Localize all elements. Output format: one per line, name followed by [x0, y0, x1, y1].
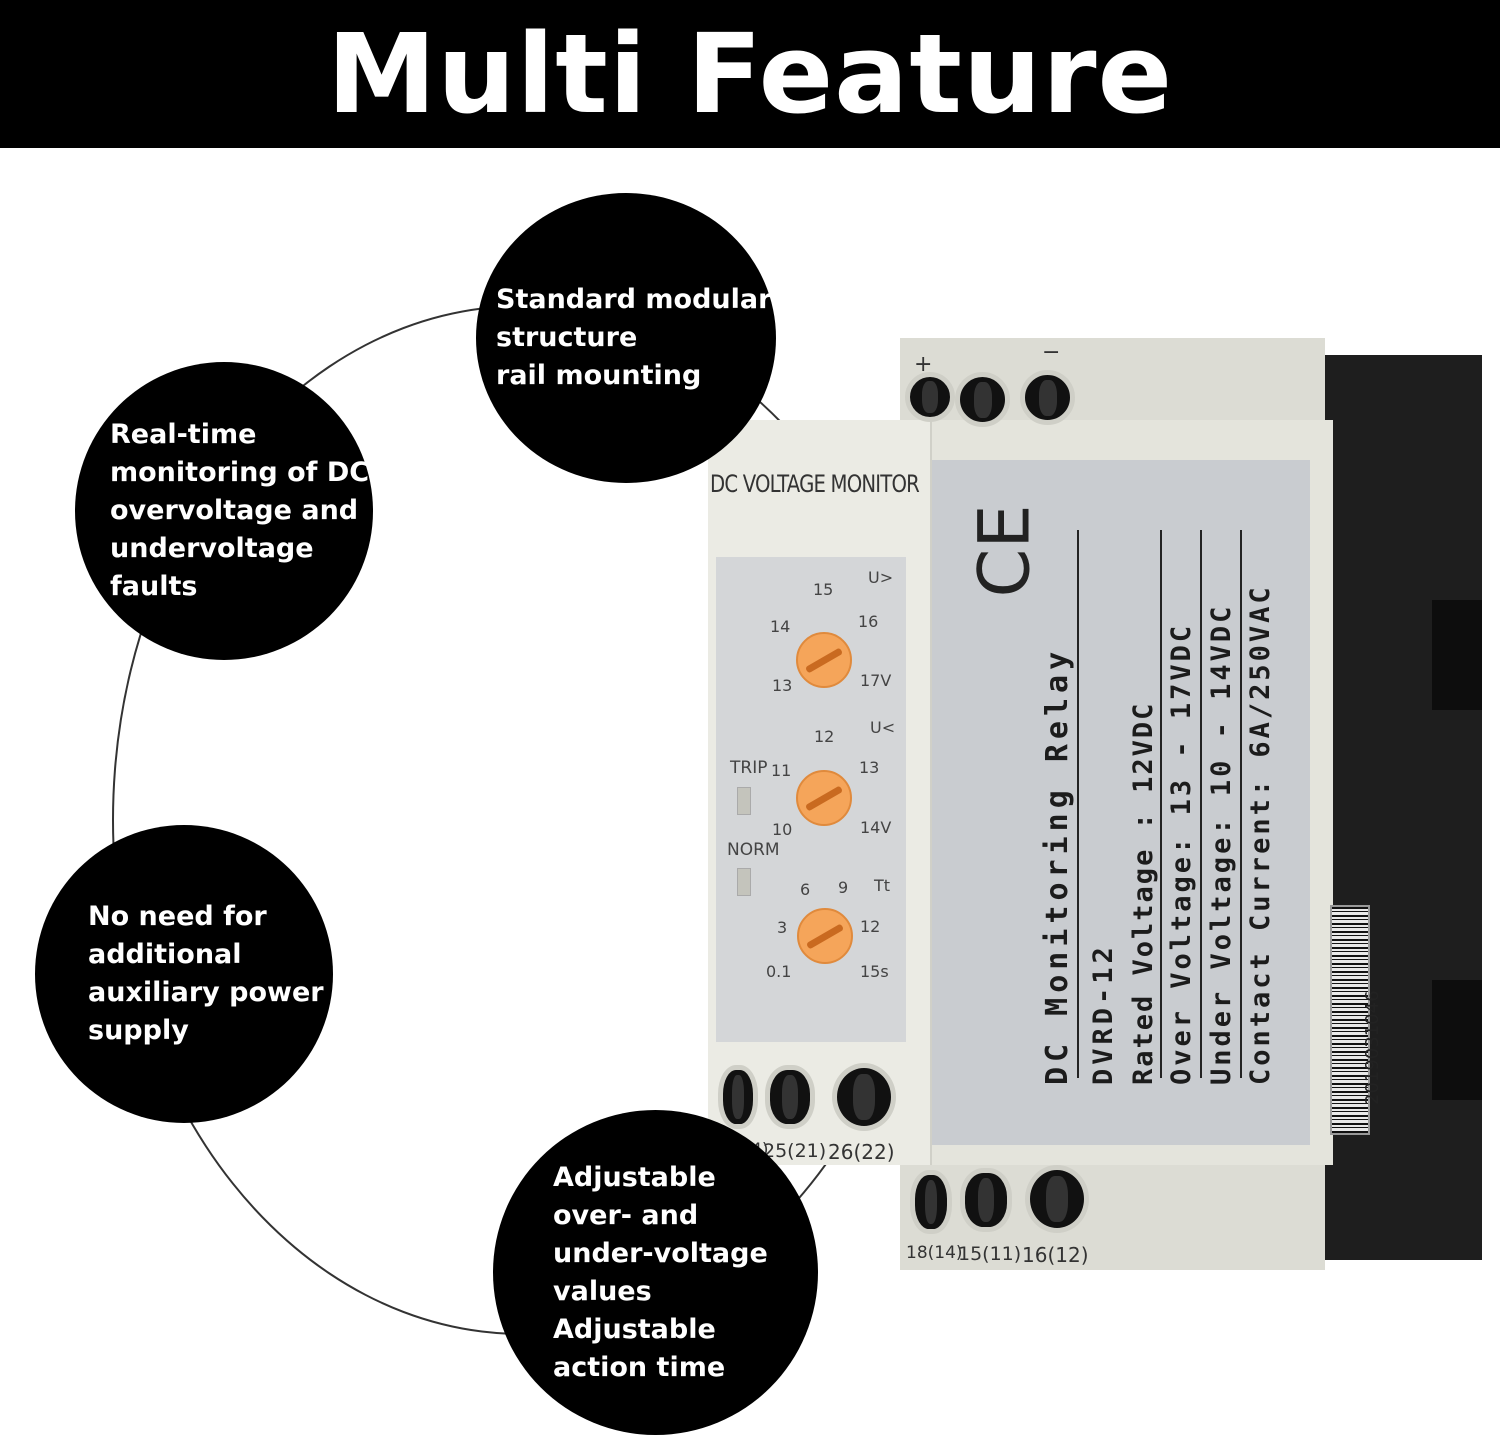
- label-divider: [1200, 530, 1202, 1078]
- rail-notch-upper: [1432, 600, 1482, 710]
- dial-time-label: Tt: [874, 876, 891, 895]
- plus-terminal-label: +: [914, 352, 933, 377]
- feature-bubble-adjustable: Adjustable over- and under-voltage value…: [493, 1110, 818, 1435]
- feature-text: No need for additional auxiliary power s…: [88, 901, 324, 1046]
- dial-tick: 3: [777, 918, 788, 937]
- feature-bubble-monitoring: Real-time monitoring of DC overvoltage a…: [75, 362, 373, 660]
- terminal-label: 25(21): [763, 1140, 827, 1162]
- terminal-screw-icon: [718, 1065, 758, 1129]
- terminal-label: 15(11): [958, 1243, 1022, 1265]
- over-voltage-knob[interactable]: [796, 632, 852, 688]
- dial-over-label: U>: [868, 568, 894, 587]
- feature-bubble-mounting: Standard modular structure rail mounting: [476, 193, 776, 483]
- ce-mark-icon: CE: [963, 504, 1046, 598]
- feature-bubble-power: No need for additional auxiliary power s…: [35, 825, 333, 1123]
- spec-rated-voltage: Rated Voltage : 12VDC: [1128, 701, 1159, 1085]
- dial-tick: 12: [814, 727, 835, 746]
- terminal-screw-icon: [1020, 370, 1075, 425]
- dial-tick: 12: [860, 917, 881, 936]
- spec-under-voltage: Under Voltage: 10 - 14VDC: [1206, 603, 1237, 1085]
- dial-tick: 15s: [860, 962, 889, 981]
- device-front-title: DC VOLTAGE MONITOR: [710, 470, 920, 498]
- dial-tick: 10: [772, 820, 793, 839]
- dial-tick: 15: [813, 580, 834, 599]
- terminal-screw-icon: [960, 1168, 1012, 1232]
- dial-under-label: U<: [870, 718, 896, 737]
- dial-tick: 17V: [860, 671, 892, 690]
- spec-product-name: DC Monitoring Relay: [1040, 646, 1075, 1085]
- terminal-screw-icon: [832, 1063, 896, 1131]
- feature-text: Adjustable over- and under-voltage value…: [553, 1161, 768, 1383]
- terminal-screw-icon: [1025, 1165, 1089, 1233]
- dial-tick: 9: [838, 878, 849, 897]
- terminal-label: 18(14): [906, 1243, 963, 1263]
- action-time-knob[interactable]: [797, 908, 853, 964]
- terminal-screw-icon: [905, 372, 955, 422]
- terminal-label: 16(12): [1022, 1243, 1089, 1267]
- under-voltage-knob[interactable]: [796, 770, 852, 826]
- dial-tick: 14V: [860, 818, 892, 837]
- spec-label-panel: [930, 460, 1310, 1145]
- spec-over-voltage: Over Voltage: 13 - 17VDC: [1166, 622, 1197, 1085]
- norm-led-label: NORM: [727, 840, 780, 860]
- dial-tick: 13: [772, 676, 793, 695]
- dial-tick: 13: [859, 758, 880, 777]
- spec-contact-current: Contact Current: 6A/250VAC: [1245, 584, 1276, 1085]
- trip-led-icon: [737, 787, 751, 815]
- label-divider: [1240, 530, 1242, 1078]
- barcode-icon: [1330, 905, 1370, 1135]
- terminal-screw-icon: [955, 372, 1010, 427]
- feature-text: Standard modular structure rail mounting: [496, 284, 772, 391]
- minus-terminal-label: −: [1042, 340, 1061, 365]
- norm-led-icon: [737, 868, 751, 896]
- terminal-screw-icon: [910, 1170, 952, 1234]
- dial-tick: 0.1: [766, 962, 792, 981]
- banner-title: Multi Feature: [0, 0, 1500, 148]
- label-divider: [1077, 530, 1079, 1078]
- spec-model: DVRD-12: [1088, 943, 1119, 1085]
- terminal-label: 26(22): [828, 1140, 895, 1164]
- label-divider: [1160, 530, 1162, 1078]
- dial-tick: 16: [858, 612, 879, 631]
- dial-tick: 14: [770, 617, 791, 636]
- terminal-screw-icon: [765, 1065, 815, 1129]
- trip-led-label: TRIP: [730, 758, 768, 778]
- dial-tick: 11: [771, 761, 792, 780]
- feature-text: Real-time monitoring of DC overvoltage a…: [110, 419, 370, 602]
- barcode-number: 2019031046: [1362, 990, 1383, 1105]
- rail-notch-lower: [1432, 980, 1482, 1100]
- dial-tick: 6: [800, 880, 811, 899]
